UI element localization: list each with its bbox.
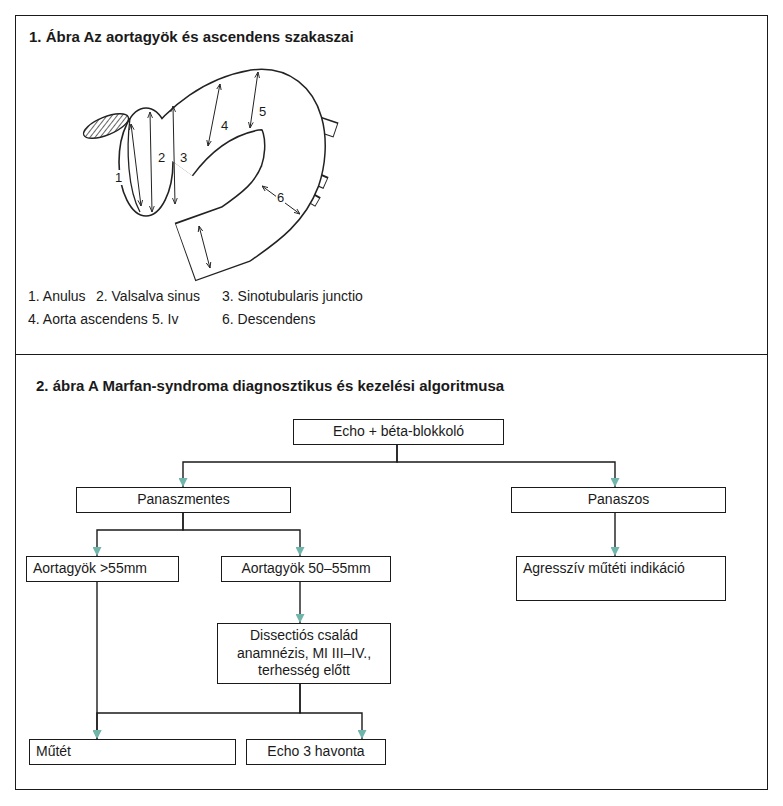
dimension-lines xyxy=(131,72,300,268)
box-text: Műtét xyxy=(36,743,229,761)
flow-connector xyxy=(97,684,300,740)
callout-number: 3 xyxy=(179,150,188,165)
box-text: Panaszmentes xyxy=(83,491,284,509)
box-text: Agresszív műtéti indikáció xyxy=(523,560,719,578)
flow-connector xyxy=(97,513,183,557)
flow-connector xyxy=(183,445,397,488)
legend-text: 4. Aorta ascendens xyxy=(28,311,148,327)
flow-connector xyxy=(183,513,300,557)
callout-number: 4 xyxy=(220,118,229,133)
dimension-line xyxy=(173,106,175,204)
dimension-line xyxy=(250,72,258,128)
process-box: Panaszos xyxy=(511,487,726,513)
figure-panel: 2. ábra A Marfan-syndroma diagnosztikus … xyxy=(15,354,768,790)
dimension-line xyxy=(199,226,210,268)
callout-number: 1 xyxy=(114,170,123,185)
legend-text: 1. Anulus xyxy=(28,288,86,304)
legend-text: 2. Valsalva sinus xyxy=(96,288,200,304)
process-box: Panaszmentes xyxy=(76,487,291,513)
process-box: Dissectiós család anamnézis, MI III–IV.,… xyxy=(217,623,391,684)
panel-heading: 2. ábra A Marfan-syndroma diagnosztikus … xyxy=(36,377,504,394)
process-box: Echo 3 havonta xyxy=(246,739,386,765)
aorta-outline xyxy=(168,100,295,252)
process-box: Aortagyök 50–55mm xyxy=(221,556,391,582)
callout-number: 6 xyxy=(276,190,285,205)
panel-heading: 1. Ábra Az aortagyök és ascendens szakas… xyxy=(29,28,354,45)
dimension-line xyxy=(131,124,141,206)
flow-connector xyxy=(299,582,300,624)
box-text: Aortagyök >55mm xyxy=(33,560,172,578)
flow-connector xyxy=(300,684,362,740)
box-text: Panaszos xyxy=(518,491,719,509)
box-text: Echo 3 havonta xyxy=(253,743,379,761)
dimension-line xyxy=(262,186,300,214)
box-text: Echo + béta-blokkoló xyxy=(300,423,497,441)
legend-text: 5. Iv xyxy=(152,311,178,327)
process-box: Aortagyök >55mm xyxy=(26,556,179,582)
aorta-lumen xyxy=(168,100,295,252)
box-text: Aortagyök 50–55mm xyxy=(228,560,384,578)
legend-text: 6. Descendens xyxy=(222,311,315,327)
callout-number: 2 xyxy=(157,150,166,165)
flow-connector xyxy=(397,445,615,488)
dimension-line xyxy=(208,84,220,146)
box-text: Dissectiós család anamnézis, MI III–IV.,… xyxy=(224,627,384,680)
legend-text: 3. Sinotubularis junctio xyxy=(222,288,363,304)
dimension-line xyxy=(150,112,152,212)
flow-connector xyxy=(614,513,615,557)
callout-number: 5 xyxy=(258,104,267,119)
process-box: Echo + béta-blokkoló xyxy=(293,419,504,445)
figure-panel: 1. Ábra Az aortagyök és ascendens szakas… xyxy=(15,15,768,355)
annulus-line xyxy=(128,118,140,212)
process-box: Agresszív műtéti indikáció xyxy=(516,556,726,601)
valve-leaflet xyxy=(80,109,131,144)
process-box: Műtét xyxy=(29,739,236,765)
